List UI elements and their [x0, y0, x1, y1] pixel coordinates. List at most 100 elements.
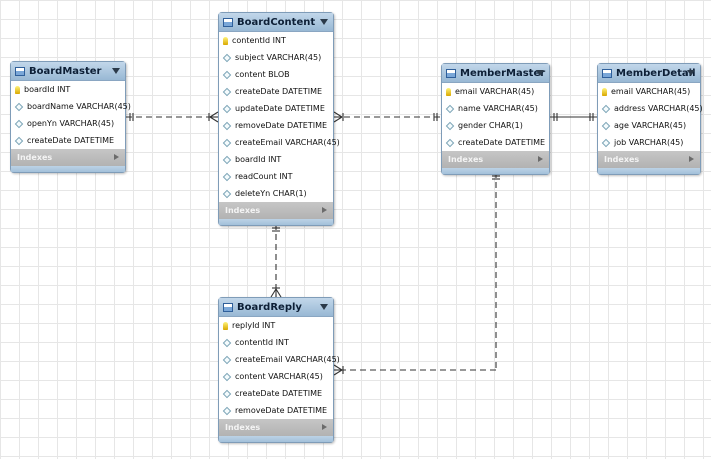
- diamond-icon: [222, 87, 232, 96]
- diamond-icon: [222, 53, 232, 62]
- entity-footer: [219, 436, 333, 442]
- column-row[interactable]: age VARCHAR(45): [598, 117, 700, 134]
- indexes-section[interactable]: Indexes: [442, 151, 549, 168]
- chevron-down-icon[interactable]: [536, 70, 544, 76]
- diamond-icon: [222, 355, 232, 364]
- column-row[interactable]: removeDate DATETIME: [219, 402, 333, 419]
- chevron-down-icon[interactable]: [112, 68, 120, 74]
- chevron-down-icon[interactable]: [687, 70, 695, 76]
- column-label: contentId INT: [232, 36, 286, 45]
- diamond-icon: [222, 406, 232, 415]
- entity-board-content[interactable]: BoardContent contentId INT subject VARCHAR…: [218, 12, 340, 226]
- entity-header[interactable]: MemberDetail: [598, 64, 700, 83]
- primary-key-column[interactable]: email VARCHAR(45): [598, 83, 700, 100]
- column-row[interactable]: removeDate DATETIME: [219, 117, 333, 134]
- column-label: boardName VARCHAR(45): [27, 102, 131, 111]
- diamond-icon: [445, 104, 455, 113]
- column-row[interactable]: content VARCHAR(45): [219, 368, 333, 385]
- key-icon: [602, 87, 607, 96]
- indexes-section[interactable]: Indexes: [11, 149, 125, 166]
- column-row[interactable]: createDate DATETIME: [442, 134, 549, 151]
- diamond-icon: [14, 102, 24, 111]
- chevron-right-icon[interactable]: [322, 207, 327, 213]
- entity-header[interactable]: MemberMaster: [442, 64, 549, 83]
- primary-key-column[interactable]: email VARCHAR(45): [442, 83, 549, 100]
- chevron-down-icon[interactable]: [320, 304, 328, 310]
- column-label: gender CHAR(1): [458, 121, 523, 130]
- indexes-label: Indexes: [225, 423, 261, 432]
- column-row[interactable]: deleteYn CHAR(1): [219, 185, 333, 202]
- column-row[interactable]: name VARCHAR(45): [442, 100, 549, 117]
- diamond-icon: [601, 121, 611, 130]
- entity-header[interactable]: BoardReply: [219, 298, 333, 317]
- table-icon: [223, 17, 233, 27]
- column-row[interactable]: createDate DATETIME: [219, 83, 333, 100]
- column-row[interactable]: createDate DATETIME: [11, 132, 125, 149]
- primary-key-column[interactable]: contentId INT: [219, 32, 333, 49]
- chevron-down-icon[interactable]: [320, 19, 328, 25]
- key-icon: [15, 85, 20, 94]
- chevron-right-icon[interactable]: [538, 156, 543, 162]
- diamond-icon: [222, 372, 232, 381]
- indexes-section[interactable]: Indexes: [219, 419, 333, 436]
- column-row[interactable]: createEmail VARCHAR(45): [219, 351, 340, 368]
- column-row[interactable]: boardId INT: [219, 151, 333, 168]
- column-label: deleteYn CHAR(1): [235, 189, 307, 198]
- diamond-icon: [222, 155, 232, 164]
- diamond-icon: [222, 189, 232, 198]
- entity-title: BoardContent: [237, 16, 316, 28]
- column-label: replyId INT: [232, 321, 276, 330]
- primary-key-column[interactable]: boardId INT: [11, 81, 125, 98]
- diamond-icon: [222, 172, 232, 181]
- column-label: address VARCHAR(45): [614, 104, 703, 113]
- column-row[interactable]: job VARCHAR(45): [598, 134, 700, 151]
- indexes-label: Indexes: [17, 153, 53, 162]
- relationship-member-master-member-detail: [550, 113, 597, 121]
- column-row[interactable]: createEmail VARCHAR(45): [219, 134, 340, 151]
- diamond-icon: [222, 104, 232, 113]
- key-icon: [223, 36, 228, 45]
- entity-title: MemberMaster: [460, 67, 546, 79]
- column-label: removeDate DATETIME: [235, 406, 328, 415]
- column-label: createDate DATETIME: [235, 87, 323, 96]
- diamond-icon: [601, 104, 611, 113]
- primary-key-column[interactable]: replyId INT: [219, 317, 333, 334]
- crow-foot: [270, 288, 277, 298]
- indexes-label: Indexes: [604, 155, 640, 164]
- indexes-section[interactable]: Indexes: [219, 202, 333, 219]
- table-icon: [15, 66, 25, 76]
- indexes-section[interactable]: Indexes: [598, 151, 700, 168]
- relationship-member-master-board-reply: [333, 172, 500, 376]
- column-label: createEmail VARCHAR(45): [235, 138, 340, 147]
- column-row[interactable]: content BLOB: [219, 66, 333, 83]
- entity-title: BoardReply: [237, 301, 302, 313]
- diamond-icon: [601, 138, 611, 147]
- column-row[interactable]: readCount INT: [219, 168, 333, 185]
- entity-footer: [442, 168, 549, 174]
- chevron-right-icon[interactable]: [114, 154, 119, 160]
- chevron-right-icon[interactable]: [689, 156, 694, 162]
- column-row[interactable]: subject VARCHAR(45): [219, 49, 333, 66]
- column-row[interactable]: address VARCHAR(45): [598, 100, 703, 117]
- column-row[interactable]: updateDate DATETIME: [219, 100, 333, 117]
- column-row[interactable]: gender CHAR(1): [442, 117, 549, 134]
- column-label: email VARCHAR(45): [455, 87, 535, 96]
- diamond-icon: [445, 121, 455, 130]
- column-row[interactable]: createDate DATETIME: [219, 385, 333, 402]
- chevron-right-icon[interactable]: [322, 424, 327, 430]
- entity-header[interactable]: BoardMaster: [11, 62, 125, 81]
- column-label: updateDate DATETIME: [235, 104, 325, 113]
- entity-header[interactable]: BoardContent: [219, 13, 333, 32]
- column-row[interactable]: contentId INT: [219, 334, 333, 351]
- table-icon: [446, 68, 456, 78]
- crow-foot: [209, 116, 219, 123]
- column-label: name VARCHAR(45): [458, 104, 538, 113]
- entity-member-master[interactable]: MemberMaster email VARCHAR(45) name VARCHA…: [441, 63, 550, 175]
- crow-foot: [333, 364, 343, 371]
- column-row[interactable]: boardName VARCHAR(45): [11, 98, 131, 115]
- crow-foot: [275, 288, 282, 298]
- column-row[interactable]: openYn VARCHAR(45): [11, 115, 125, 132]
